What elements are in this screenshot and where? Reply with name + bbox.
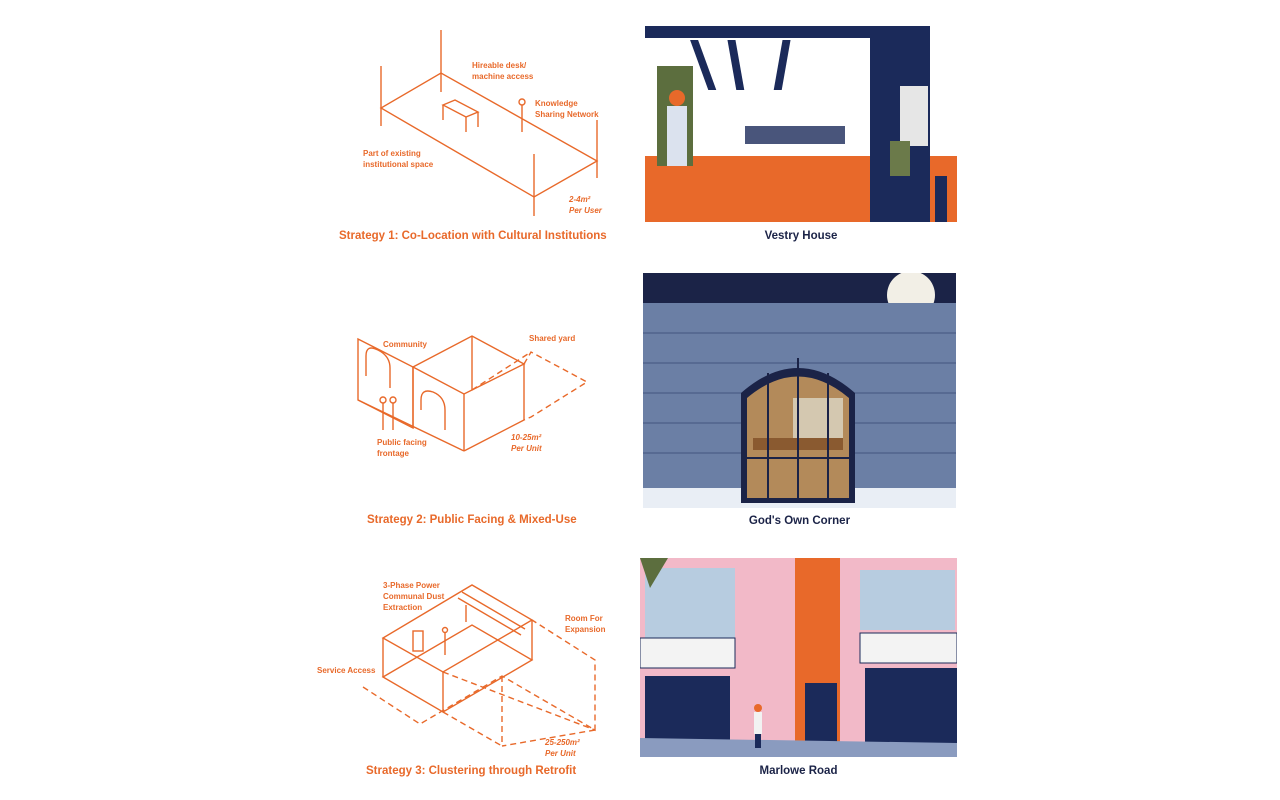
label-line: 25-250m² bbox=[545, 738, 580, 747]
label-line: 10-25m² bbox=[511, 433, 542, 442]
label-hireable-desk: Hireable desk/machine access bbox=[472, 60, 533, 82]
label-shared-yard: Shared yard bbox=[529, 334, 576, 343]
label-line: Hireable desk/ bbox=[472, 61, 527, 70]
label-line: Extraction bbox=[383, 603, 423, 612]
strategy-2-diagram bbox=[357, 335, 589, 452]
label-line: Knowledge bbox=[535, 99, 578, 108]
strategy-1-diagram bbox=[379, 30, 599, 216]
label-public-frontage: Public facing frontage bbox=[377, 437, 427, 459]
label-size: 25-250m² Per Unit bbox=[545, 737, 580, 759]
label-line: machine access bbox=[472, 72, 534, 81]
strategy-3-title: Strategy 3: Clustering through Retrofit bbox=[366, 765, 577, 777]
label-service-access: Service Access bbox=[317, 666, 376, 675]
strategy-2-title: Strategy 2: Public Facing & Mixed-Use bbox=[367, 514, 577, 526]
label-existing-space: Part of existing institutional space bbox=[363, 148, 433, 170]
marlowe-road-caption: Marlowe Road bbox=[759, 765, 838, 777]
label-line: Room For bbox=[565, 614, 603, 623]
vestry-house-illustration bbox=[645, 26, 957, 222]
label-size: 2-4m² Per User bbox=[569, 194, 602, 216]
gods-own-corner-caption: God's Own Corner bbox=[748, 515, 851, 527]
label-line: Per Unit bbox=[545, 749, 576, 758]
label-line: Part of existing bbox=[363, 149, 421, 158]
label-line: institutional space bbox=[363, 160, 434, 169]
strategy-1-title: Strategy 1: Co-Location with Cultural In… bbox=[339, 230, 607, 242]
label-line: Public facing bbox=[377, 438, 427, 447]
gods-own-corner-illustration bbox=[643, 273, 956, 508]
label-line: Expansion bbox=[565, 625, 606, 634]
vestry-house-caption: Vestry House bbox=[764, 230, 838, 242]
label-line: Communal Dust bbox=[383, 592, 445, 601]
strategy-3-diagram bbox=[362, 584, 596, 747]
label-line: Sharing Network bbox=[535, 110, 599, 119]
label-community: Community bbox=[383, 340, 427, 349]
label-line: 3-Phase Power bbox=[383, 581, 440, 590]
label-line: 2-4m² bbox=[569, 195, 591, 204]
label-size: 10-25m² Per Unit bbox=[511, 432, 542, 454]
label-line: frontage bbox=[377, 449, 409, 458]
label-line: Per User bbox=[569, 206, 602, 215]
label-line: Per Unit bbox=[511, 444, 542, 453]
marlowe-road-illustration bbox=[640, 558, 957, 757]
